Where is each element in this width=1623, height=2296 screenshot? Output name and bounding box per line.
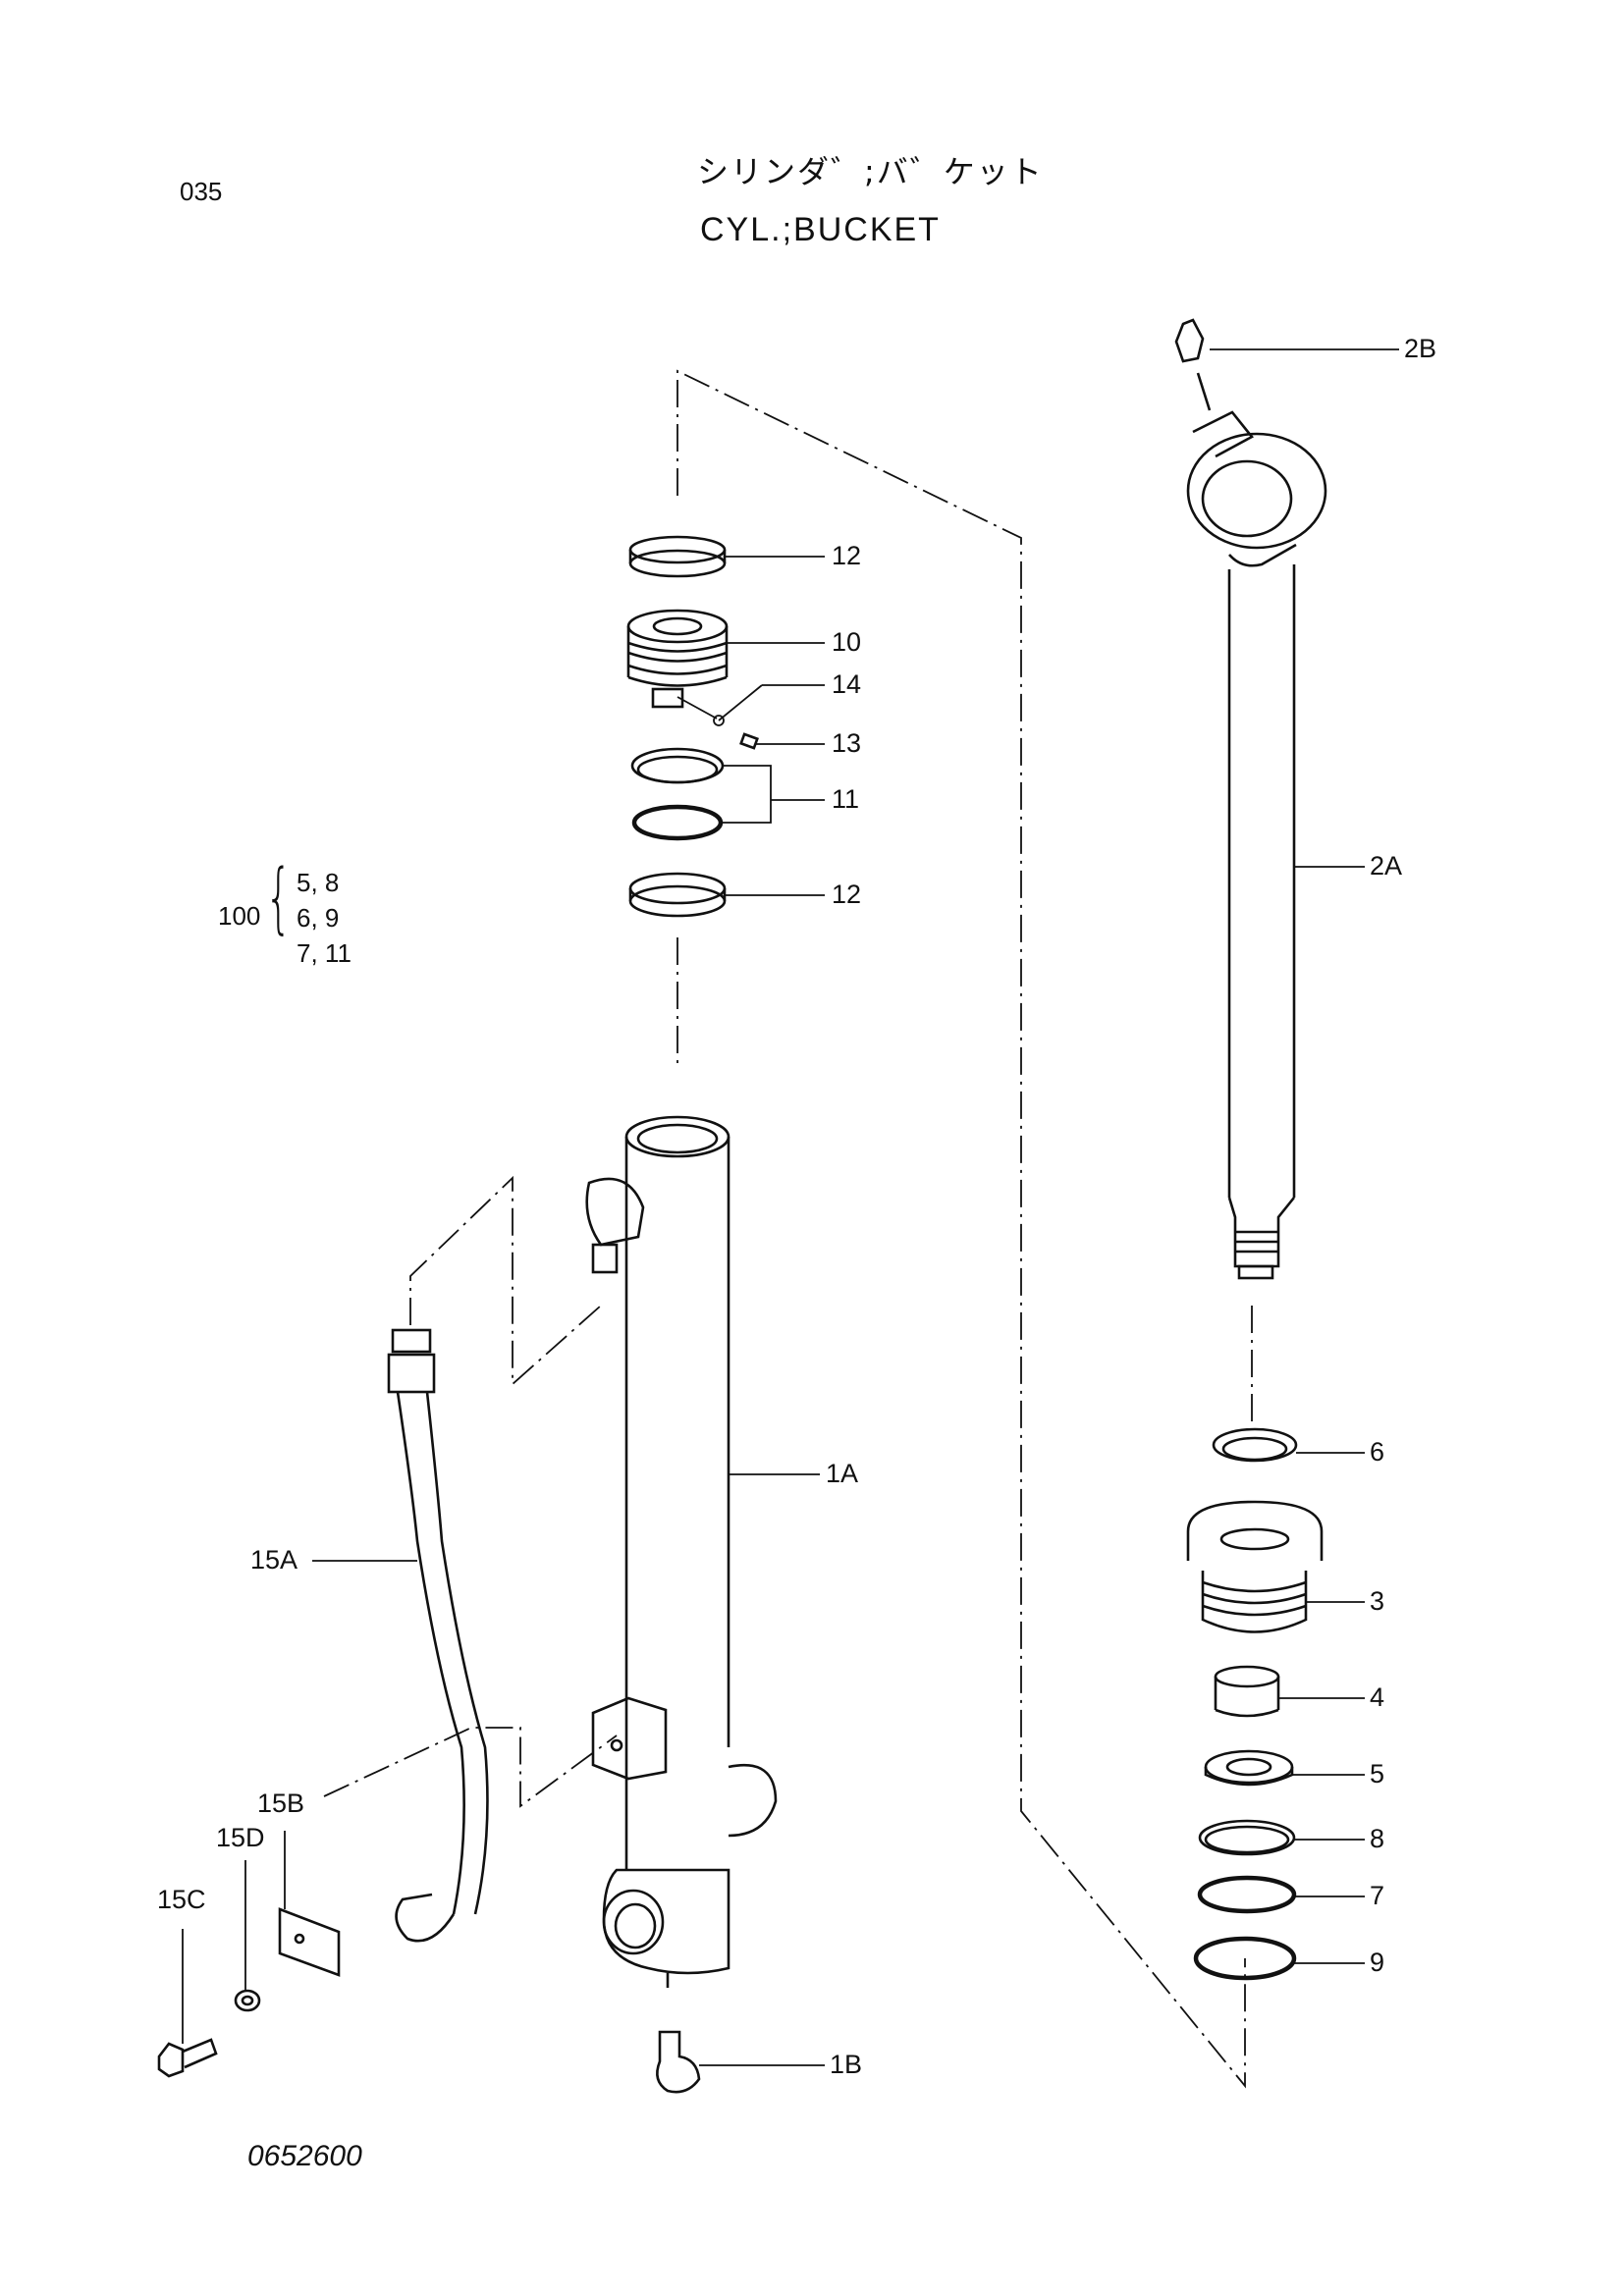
callout-7: 7 — [1370, 1881, 1385, 1910]
callout-14: 14 — [832, 669, 862, 699]
hose-15A — [387, 1328, 489, 1943]
callout-6: 6 — [1370, 1437, 1385, 1467]
callout-5: 5 — [1370, 1759, 1385, 1789]
callout-10: 10 — [832, 627, 862, 657]
cylinder-head-3 — [1186, 1500, 1324, 1633]
grease-fitting-2B — [1174, 318, 1205, 363]
callout-12-lower: 12 — [832, 880, 862, 909]
seal-ring-11a — [630, 747, 725, 784]
callout-8: 8 — [1370, 1824, 1385, 1853]
callout-13: 13 — [832, 728, 862, 758]
assembly-line-hose-top — [409, 1175, 602, 1387]
assembly-line-hose-bottom — [323, 1727, 618, 1808]
seal-kit-number: 100 — [218, 901, 261, 931]
callout-11: 11 — [832, 784, 860, 814]
seal-kit-row: 7, 11 — [297, 938, 352, 968]
callout-1B: 1B — [830, 2050, 863, 2079]
piston-10 — [626, 609, 729, 709]
callout-15A: 15A — [250, 1545, 298, 1575]
o-ring-9 — [1193, 1936, 1297, 1981]
elbow-fitting-1B — [656, 2030, 701, 2094]
assembly-line-rod-to-head — [676, 369, 1246, 2089]
callout-2B: 2B — [1404, 334, 1437, 363]
buffer-ring-5 — [1204, 1749, 1294, 1787]
callout-15B: 15B — [257, 1789, 305, 1818]
bushing-4 — [1214, 1665, 1280, 1718]
wear-ring-lower-12 — [628, 872, 727, 918]
callout-1A: 1A — [826, 1459, 859, 1488]
clamp-15B — [278, 1907, 341, 1977]
seal-kit-brace: { — [265, 854, 293, 942]
drawing-number: 0652600 — [247, 2140, 362, 2172]
washer-15D — [234, 1989, 261, 2012]
seal-kit-row: 5, 8 — [297, 868, 340, 897]
callout-9: 9 — [1370, 1948, 1385, 1977]
callout-3: 3 — [1370, 1586, 1385, 1616]
dust-seal-6 — [1212, 1427, 1298, 1463]
steel-ball-14 — [676, 696, 725, 726]
callout-15D: 15D — [216, 1823, 265, 1852]
callout-4: 4 — [1370, 1682, 1385, 1712]
page-number: 035 — [180, 177, 223, 206]
wear-ring-upper-12 — [628, 535, 727, 578]
title-japanese: シリンダ゛;バ゛ケット — [697, 153, 1044, 190]
seal-kit-row: 6, 9 — [297, 903, 340, 933]
leader-lines — [182, 348, 1399, 2066]
cylinder-tube-1A — [585, 1115, 778, 1988]
piston-rod-2A — [1186, 372, 1327, 1280]
o-ring-7 — [1197, 1875, 1297, 1914]
leader-11 — [721, 765, 825, 824]
bolt-15C — [157, 2038, 218, 2078]
callout-2A: 2A — [1370, 851, 1403, 881]
callout-12-upper: 12 — [832, 541, 862, 570]
callout-15C: 15C — [157, 1885, 206, 1914]
set-screw-13 — [739, 732, 759, 750]
seal-ring-11b — [631, 804, 724, 841]
u-ring-8 — [1198, 1819, 1296, 1856]
title-english: CYL.;BUCKET — [700, 211, 941, 248]
leader-14 — [718, 684, 763, 721]
